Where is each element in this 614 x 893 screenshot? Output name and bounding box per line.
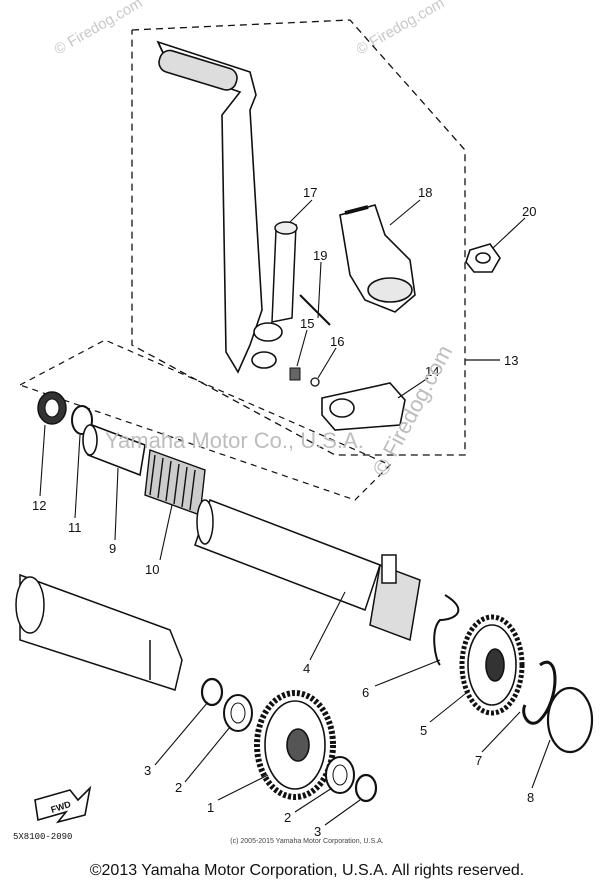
kick-axle [194, 499, 421, 642]
shaft-ghost [15, 573, 183, 691]
callout-20: 20 [522, 204, 536, 219]
lever-pin [271, 221, 298, 323]
callout-1: 1 [207, 800, 214, 815]
clip-6 [433, 594, 460, 666]
kick-lever [156, 40, 283, 374]
callout-16: 16 [330, 334, 344, 349]
callout-12: 12 [32, 498, 46, 513]
torsion-spring [144, 449, 206, 516]
washer-2a-hole [230, 702, 246, 724]
clip-3a [200, 677, 224, 707]
callout-8: 8 [527, 790, 534, 805]
callout-3a: 3 [144, 763, 151, 778]
clip-3b [354, 773, 378, 803]
lever-boot [339, 204, 416, 313]
callout-9: 9 [109, 541, 116, 556]
callout-10: 10 [145, 562, 159, 577]
circlip-8 [546, 686, 594, 754]
ratchet-spring [522, 660, 557, 725]
callout-2a: 2 [175, 780, 182, 795]
callout-6: 6 [362, 685, 369, 700]
callout-13: 13 [504, 353, 518, 368]
cotter-pin [299, 294, 331, 326]
assembly-frame [131, 19, 466, 456]
callout-11: 11 [68, 520, 82, 535]
kick-boss [321, 382, 406, 431]
callout-2b: 2 [284, 810, 291, 825]
callout-18: 18 [418, 185, 432, 200]
callout-5: 5 [420, 723, 427, 738]
callout-15: 15 [300, 316, 314, 331]
ratchet-wheel [459, 614, 525, 716]
watermark-main: Yamaha Motor Co., U.S.A. [105, 428, 364, 453]
copyright-main: ©2013 Yamaha Motor Corporation, U.S.A. A… [89, 862, 525, 879]
lever-nut [465, 243, 501, 273]
lever-ball [310, 377, 320, 387]
callout-3b: 3 [314, 824, 321, 839]
callout-19: 19 [313, 248, 327, 263]
oil-seal-bore [44, 398, 60, 418]
callout-7: 7 [475, 753, 482, 768]
washer-2b-hole [332, 764, 348, 786]
part-code: 5X8100-2090 [13, 832, 73, 842]
shaft-frame [19, 339, 392, 501]
watermark-corner-right: © Firedog.com [354, 0, 448, 58]
callout-17: 17 [303, 185, 317, 200]
fwd-arrow-icon [34, 785, 92, 824]
leader-lines [39, 199, 551, 826]
copyright-small: (c) 2005-2015 Yamaha Motor Corporation, … [230, 838, 384, 845]
watermark-corner-left: © Firedog.com [52, 0, 146, 58]
callout-4: 4 [303, 661, 310, 676]
circlip-11 [71, 405, 93, 435]
callout-14: 14 [425, 364, 439, 379]
idle-gear [254, 690, 336, 800]
lever-spring [289, 367, 301, 381]
spring-guide [82, 423, 146, 477]
